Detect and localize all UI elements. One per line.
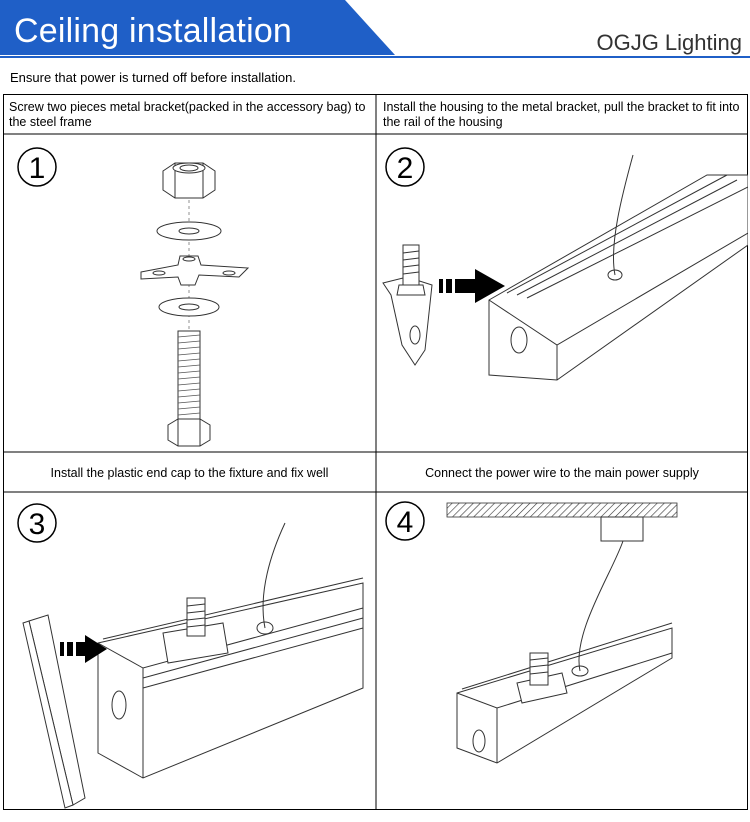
washer-top	[156, 221, 222, 241]
step-2-badge	[385, 147, 425, 187]
ceiling	[446, 502, 678, 518]
step-2-number: 2	[397, 152, 414, 185]
junction-box	[600, 516, 644, 542]
metal-bracket	[140, 255, 250, 286]
safety-notice: Ensure that power is turned off before i…	[10, 70, 296, 85]
step-4-illustration: 4	[385, 501, 678, 764]
step-1-illustration: 1	[17, 147, 250, 447]
step-1-instruction: Screw two pieces metal bracket(packed in…	[9, 100, 366, 129]
step-2-instruction: Install the housing to the metal bracket…	[383, 100, 740, 129]
step-4-number: 4	[397, 506, 414, 539]
step-4-badge	[385, 501, 425, 541]
step-3-illustration: 3	[17, 503, 364, 809]
header: Ceiling installation OGJG Lighting	[0, 0, 750, 62]
end-cap	[22, 614, 86, 809]
step-1-badge	[17, 147, 57, 187]
page-title: Ceiling installation	[14, 12, 293, 50]
light-housing	[488, 154, 748, 381]
step-3-badge	[17, 503, 57, 543]
brand-name: OGJG Lighting	[596, 30, 742, 55]
step-2-illustration: 2	[382, 147, 748, 381]
step-4-instruction: Connect the power wire to the main power…	[425, 466, 699, 480]
grid-lines	[3, 94, 748, 810]
arrow-icon	[439, 269, 505, 303]
washer-bottom	[158, 297, 220, 317]
light-housing	[97, 522, 364, 779]
arrow-icon	[60, 635, 107, 663]
step-3-number: 3	[29, 508, 46, 541]
step-3-instruction: Install the plastic end cap to the fixtu…	[50, 466, 329, 480]
bracket-with-bolt	[382, 244, 433, 366]
light-housing	[456, 540, 673, 764]
bolt	[167, 330, 211, 447]
step-1-number: 1	[29, 152, 46, 185]
title-banner	[0, 0, 750, 58]
hex-nut	[162, 162, 216, 199]
instruction-grid: Screw two pieces metal bracket(packed in…	[3, 94, 748, 810]
